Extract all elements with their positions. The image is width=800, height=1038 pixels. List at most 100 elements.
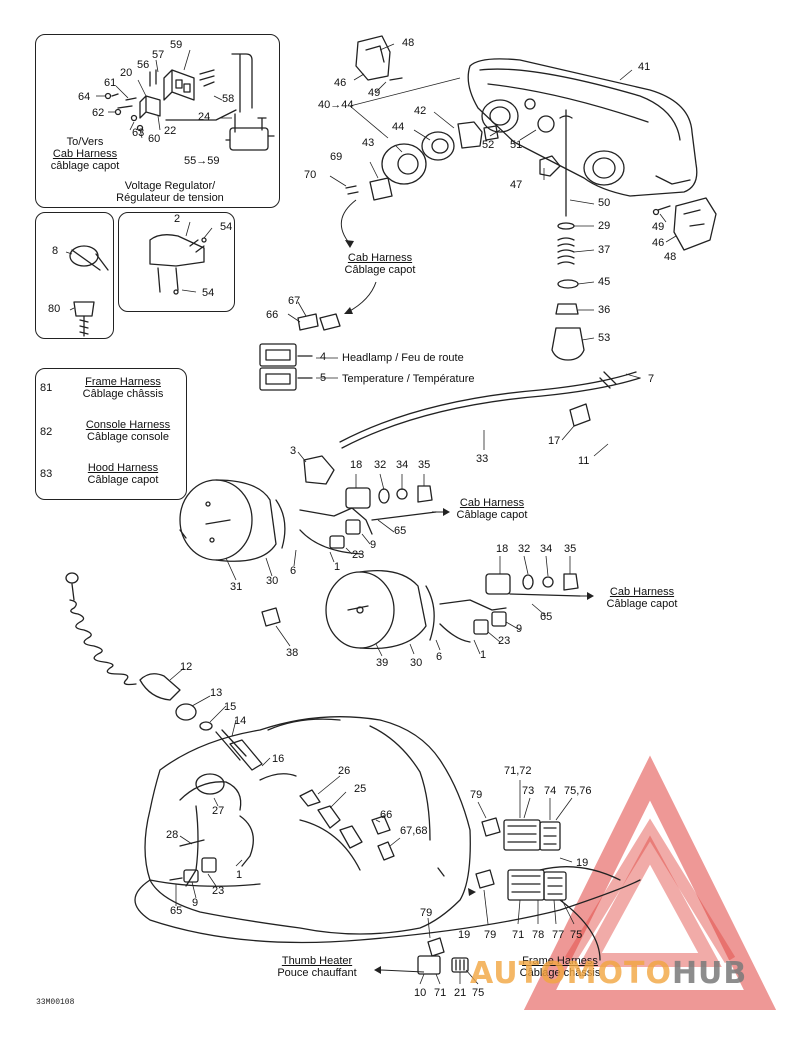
callout: 71 <box>434 987 447 999</box>
right-bracket <box>652 197 717 251</box>
callout: 1 <box>334 561 341 573</box>
callout: 6 <box>436 651 443 663</box>
callout: 63 <box>132 127 145 139</box>
switch-buttons <box>259 313 341 391</box>
callout: 60 <box>148 133 161 145</box>
thumb-heater-connectors <box>417 937 469 975</box>
callout: 79 <box>420 907 433 919</box>
console-wiring <box>169 789 445 887</box>
throttle-cable <box>339 371 641 449</box>
callout: 78 <box>532 929 545 941</box>
callout: 75 <box>570 929 583 941</box>
callout: 54 <box>202 287 215 299</box>
voltage-regulator-box <box>35 34 280 208</box>
callout: 16 <box>272 753 285 765</box>
callout: 65 <box>540 611 553 623</box>
callout: 57 <box>152 49 165 61</box>
callout: 73 <box>522 785 535 797</box>
callout: 50 <box>598 197 611 209</box>
callout: 46 <box>652 237 665 249</box>
callout: 75 <box>472 987 485 999</box>
callout: 30 <box>410 657 423 669</box>
sender-wiring-2 <box>261 573 581 643</box>
callout: 19 <box>576 857 589 869</box>
callout: 47 <box>510 179 523 191</box>
callout: 19 <box>458 929 471 941</box>
cab-harness-label-3: Cab Harness Câblage capot <box>606 586 678 610</box>
legend-num-82: 82 <box>40 426 53 438</box>
callout: 6 <box>290 565 297 577</box>
callout: 38 <box>286 647 299 659</box>
callout: 24 <box>198 111 211 123</box>
callout: 15 <box>224 701 237 713</box>
callout: 1 <box>236 869 243 881</box>
callout: 48 <box>664 251 677 263</box>
callout: 75,76 <box>564 785 592 797</box>
callout: 35 <box>564 543 577 555</box>
cab-harness-label-2: Cab Harness Câblage capot <box>456 497 528 521</box>
callout: 44 <box>392 121 405 133</box>
callout: 4 <box>320 351 327 363</box>
callout: 62 <box>92 107 105 119</box>
callout: 45 <box>598 276 611 288</box>
callout: 27 <box>212 805 225 817</box>
callout: 43 <box>362 137 375 149</box>
voltage-regulator-label: Voltage Regulator/ Régulateur de tension <box>116 180 224 204</box>
callout: 23 <box>498 635 511 647</box>
sender-wiring-1 <box>299 455 437 555</box>
drawing-code: 33M00108 <box>36 998 75 1007</box>
callout: 20 <box>120 67 133 79</box>
callout: 13 <box>210 687 223 699</box>
callout: 9 <box>370 539 377 551</box>
callout: 79 <box>470 789 483 801</box>
frame-harness-wire <box>134 866 641 961</box>
callout: 70 <box>304 169 317 181</box>
callout: 9 <box>516 623 523 635</box>
callout: 54 <box>220 221 233 233</box>
callout: 65 <box>394 525 407 537</box>
callout: 9 <box>192 897 199 909</box>
callout: 2 <box>174 213 181 225</box>
bracket-box <box>118 212 235 312</box>
callout: 22 <box>164 125 177 137</box>
callout: 7 <box>648 373 655 385</box>
callout: 32 <box>518 543 531 555</box>
callout: 34 <box>540 543 553 555</box>
upper-bracket <box>355 35 403 81</box>
callout: 55→59 <box>184 155 220 167</box>
callout: 65 <box>170 905 183 917</box>
cab-harness-label-1: Cab Harness Câblage capot <box>344 252 416 276</box>
ignition-switch-parts <box>175 703 263 771</box>
callout: 31 <box>230 581 243 593</box>
callout: 17 <box>548 435 561 447</box>
callout: 25 <box>354 783 367 795</box>
callout: 18 <box>496 543 509 555</box>
spring-stack <box>551 109 585 361</box>
callout: 3 <box>290 445 297 457</box>
bulb-socket-parts <box>345 121 561 201</box>
callout: 5 <box>320 372 327 384</box>
callout: 10 <box>414 987 427 999</box>
legend-hood-harness: Hood Harness Câblage capot <box>87 462 159 486</box>
callout: 1 <box>480 649 487 661</box>
callout: 33 <box>476 453 489 465</box>
callout: 34 <box>396 459 409 471</box>
gauge-39 <box>325 569 435 650</box>
callout: 14 <box>234 715 247 727</box>
thumb-heater-label: Thumb Heater Pouce chauffant <box>277 955 357 979</box>
legend-num-81: 81 <box>40 382 53 394</box>
callout: 79 <box>484 929 497 941</box>
temperature-label: Temperature / Température <box>342 373 475 385</box>
callout: 40→44 <box>318 99 354 111</box>
callout: 71,72 <box>504 765 532 777</box>
legend-num-83: 83 <box>40 468 53 480</box>
callout: 66 <box>380 809 393 821</box>
callout: 49 <box>368 87 381 99</box>
callout: 35 <box>418 459 431 471</box>
legend-console-harness: Console Harness Câblage console <box>85 419 171 443</box>
callout: 49 <box>652 221 665 233</box>
callout: 77 <box>552 929 565 941</box>
